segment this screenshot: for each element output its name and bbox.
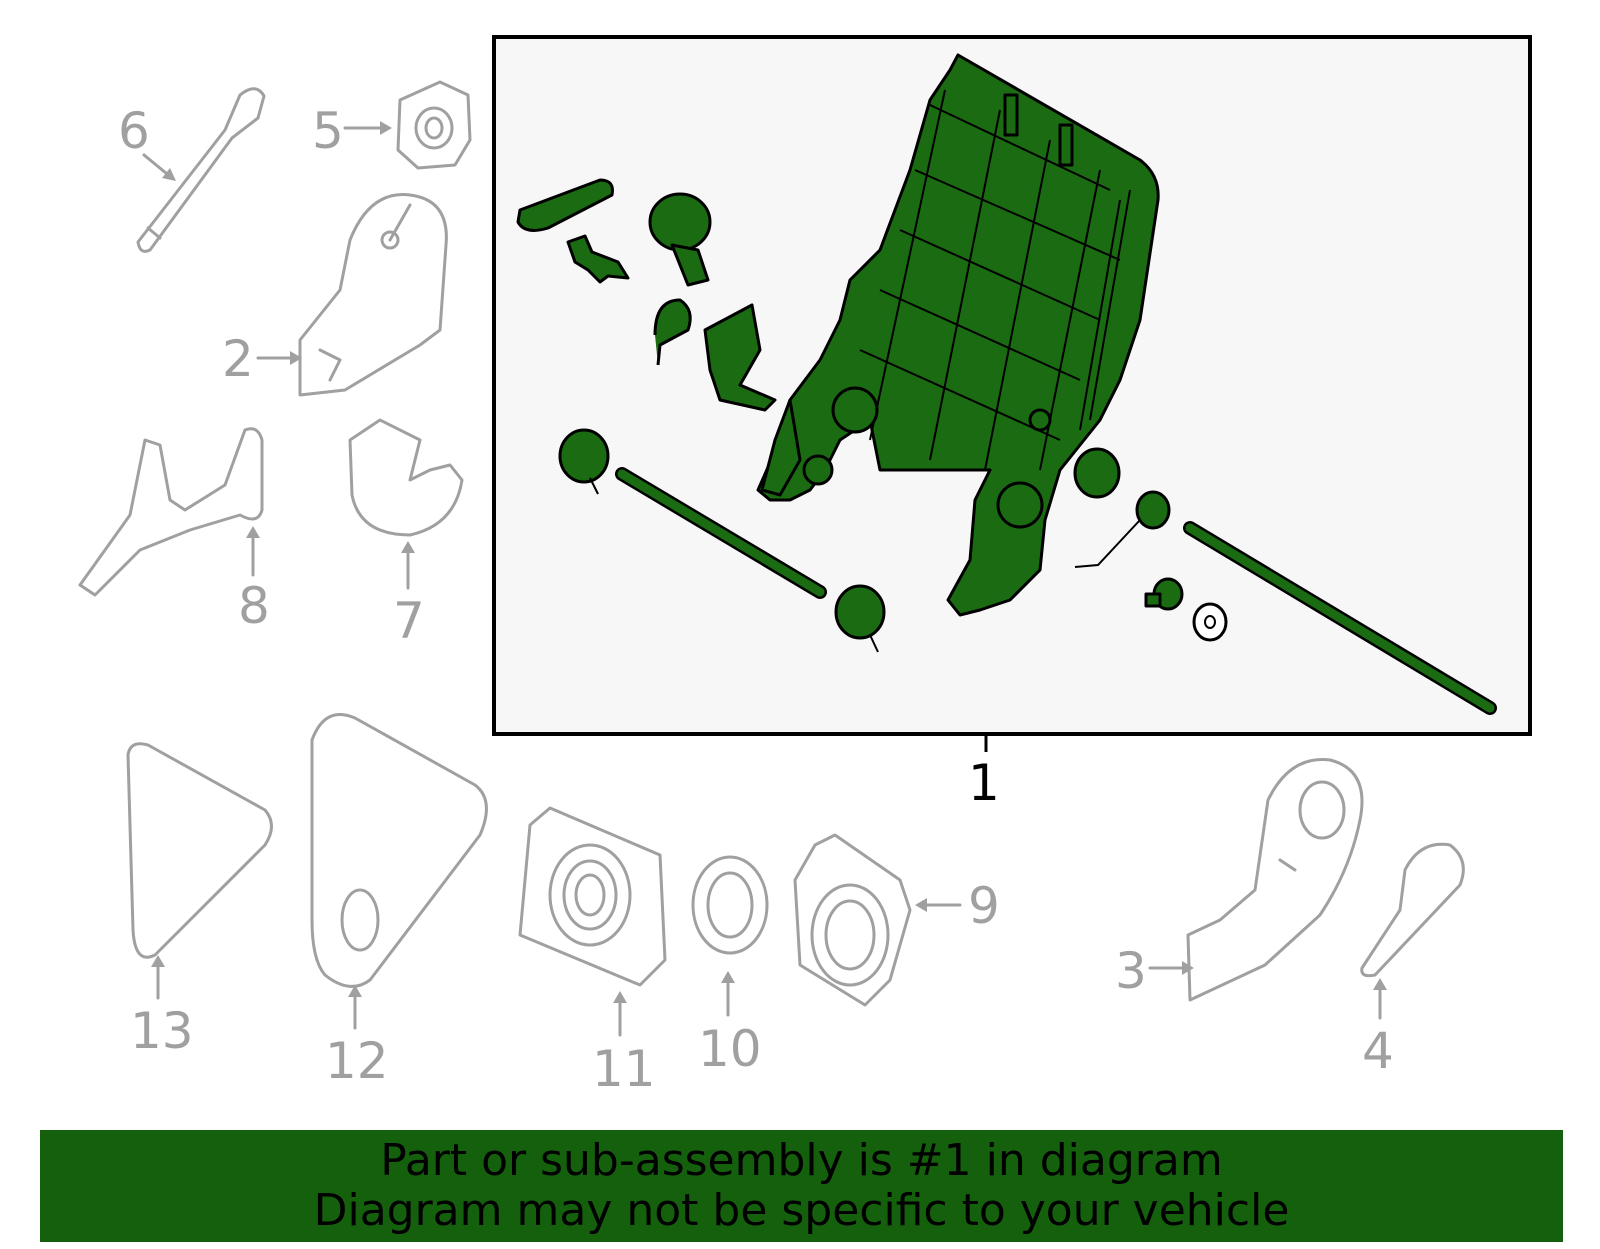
callout-13: 13 <box>130 1002 194 1060</box>
banner-line-2: Diagram may not be specific to your vehi… <box>313 1185 1290 1236</box>
callout-7: 7 <box>393 592 425 650</box>
callout-10: 10 <box>698 1020 762 1078</box>
part-8-bracket <box>78 427 264 597</box>
part-9-mechanism <box>793 833 912 1007</box>
callout-4: 4 <box>1362 1022 1394 1080</box>
info-banner: Part or sub-assembly is #1 in diagram Di… <box>40 1130 1563 1242</box>
leader-arrows <box>142 121 1387 1037</box>
callout-1: 1 <box>968 754 1000 812</box>
part-5-grommet <box>396 80 472 170</box>
part-2-cover <box>298 193 448 397</box>
callout-9: 9 <box>968 877 1000 935</box>
callout-2: 2 <box>222 330 254 388</box>
part-7-clip <box>348 418 464 537</box>
assembly-rods <box>615 467 1497 715</box>
part-11-mechanism <box>518 806 667 987</box>
part-4-knob <box>1360 842 1465 978</box>
callout-3: 3 <box>1115 942 1147 1000</box>
callout-11: 11 <box>592 1040 656 1098</box>
part-3-cover <box>1186 758 1364 1002</box>
callout-6: 6 <box>118 102 150 160</box>
part-6-handle <box>136 87 266 253</box>
part-10-washer <box>691 855 769 955</box>
part-12-panel <box>310 713 488 988</box>
callout-12: 12 <box>325 1032 389 1090</box>
callout-8: 8 <box>238 577 270 635</box>
part-13-panel <box>126 742 273 959</box>
banner-line-1: Part or sub-assembly is #1 in diagram <box>380 1135 1223 1186</box>
assembly-hardware <box>516 178 1228 653</box>
seat-back-frame <box>756 53 1160 617</box>
callout-5: 5 <box>312 102 344 160</box>
